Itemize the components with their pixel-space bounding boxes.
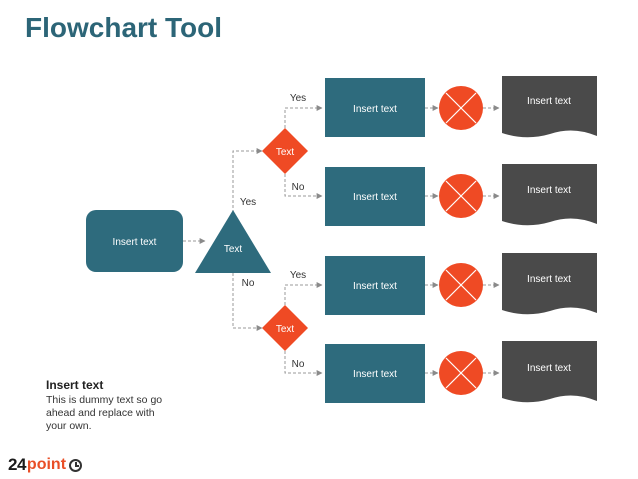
note-line: your own. [46,420,92,432]
process-box [325,167,425,226]
lower-decision-label: Text [276,324,295,335]
triangle-label: Text [224,244,243,255]
lower-yes-label: Yes [290,270,306,281]
process-box-label: Insert text [353,369,397,380]
page-title: Flowchart Tool [25,12,223,43]
process-box-label: Insert text [353,104,397,115]
start-box [86,210,183,272]
lower-no-label: No [292,359,305,370]
cross-circle-icon [439,86,483,130]
note-line: ahead and replace with [46,407,155,419]
document-shape [502,164,597,226]
note-body: This is dummy text so go ahead and repla… [46,394,196,433]
note-line: This is dummy text so go [46,394,163,406]
process-box [325,344,425,403]
process-box-label: Insert text [353,281,397,292]
start-box-label: Insert text [113,237,157,248]
process-box-label: Insert text [353,192,397,203]
flow-row: Insert text Insert text [325,76,597,138]
triangle-no-label: No [242,278,255,289]
flow-row: Insert text Insert text [325,253,597,315]
document-shape [502,341,597,403]
document-label: Insert text [527,363,571,374]
process-box [325,256,425,315]
upper-decision-label: Text [276,147,295,158]
connector-lines [183,105,500,376]
brand-logo: 24 point [8,454,83,476]
document-shape [502,76,597,138]
clock-icon [69,458,83,472]
triangle-yes-label: Yes [240,197,256,208]
logo-number: 24 [8,455,26,474]
note-heading: Insert text [46,378,104,392]
lower-decision-diamond [262,305,308,351]
document-label: Insert text [527,274,571,285]
logo-word: point [26,456,67,473]
flow-row: Insert text Insert text [325,341,597,403]
cross-circle-icon [439,351,483,395]
process-box [325,78,425,137]
upper-no-label: No [292,182,305,193]
document-label: Insert text [527,185,571,196]
document-shape [502,253,597,315]
cross-circle-icon [439,263,483,307]
triangle-shape [195,210,271,273]
note-block: Insert text This is dummy text so go ahe… [46,378,196,433]
cross-circle-icon [439,174,483,218]
upper-yes-label: Yes [290,93,306,104]
flow-row: Insert text Insert text [325,164,597,226]
document-label: Insert text [527,96,571,107]
upper-decision-diamond [262,128,308,174]
